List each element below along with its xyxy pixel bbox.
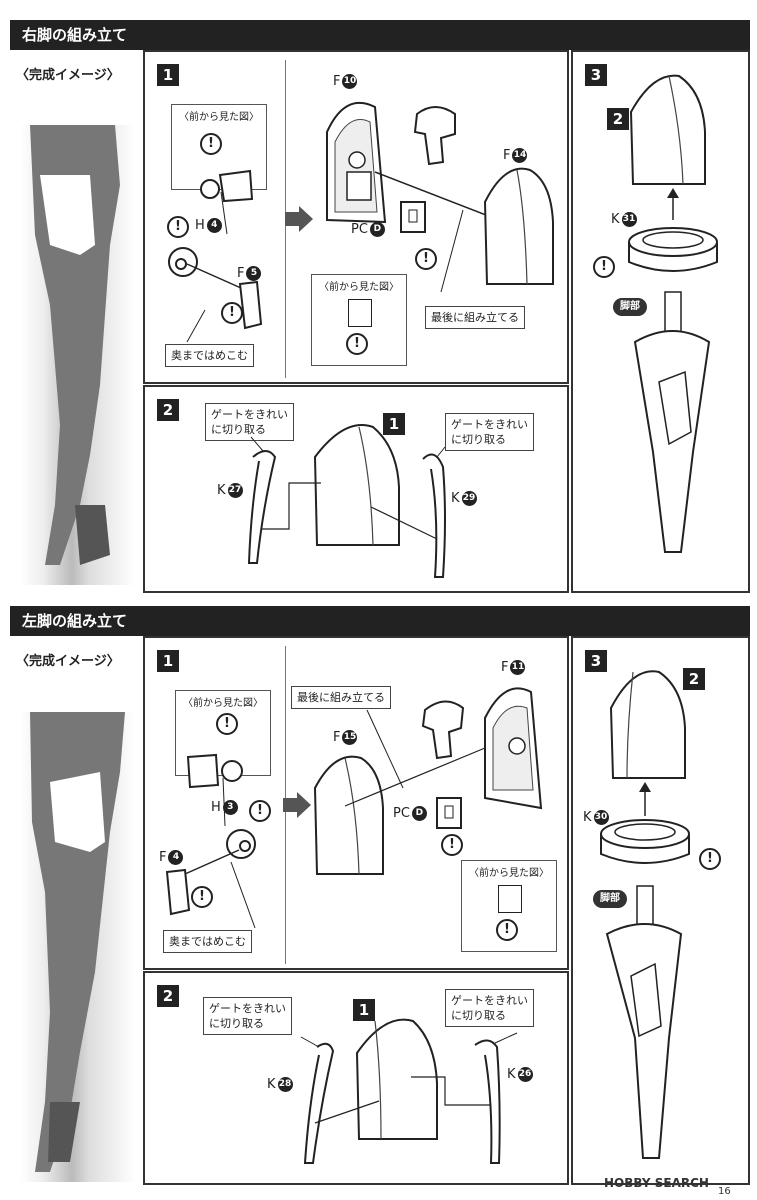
page-number: 16 [718,1186,731,1197]
note-push-in: 奥まではめこむ [163,930,252,953]
caution-icon: ! [415,248,437,270]
completed-image-title: 〈完成イメージ〉 [16,654,120,669]
step-number-2: 2 [157,985,179,1007]
leg-assembly-drawing [600,670,690,1159]
front-view-part [200,169,254,203]
pc-front-view [348,299,372,327]
completed-image-panel-left: 〈完成イメージ〉 [10,636,141,1184]
arrow-right-icon [285,206,313,232]
front-view-title: 〈前から見た図〉 [319,282,399,293]
front-view-box-pc: 〈前から見た図〉 ! [311,274,407,366]
shell-and-straps-drawing [300,1018,518,1164]
completed-image-panel-right: 〈完成イメージ〉 [10,50,141,592]
caution-icon: ! [249,800,271,822]
caution-icon: ! [496,919,518,941]
ref-number-1: 1 [353,999,375,1021]
leg-silhouette [30,125,120,565]
leg-assembly-drawing [628,74,718,553]
caution-icon: ! [191,886,213,908]
ref-number-2: 2 [607,108,629,130]
shell-and-straps-drawing [247,424,446,578]
gate-note-right: ゲートをきれいに切り取る [445,413,534,451]
step-number-3: 3 [585,650,607,672]
caution-icon: ! [346,333,368,355]
caution-icon: ! [699,848,721,870]
gate-note-right: ゲートをきれいに切り取る [445,989,534,1027]
note-assemble-last: 最後に組み立てる [425,306,525,329]
caution-icon: ! [200,133,222,155]
caution-icon: ! [441,834,463,856]
watermark: HOBBY SEARCH [604,1176,709,1190]
caution-icon: ! [221,302,243,324]
shell-parts-drawing [313,687,543,875]
caution-icon: ! [216,713,238,735]
caution-icon: ! [167,216,189,238]
note-push-in: 奥まではめこむ [165,344,254,367]
section-header-left-leg: 左脚の組み立て [10,606,750,636]
front-view-box-pc: 〈前から見た図〉 ! [461,860,557,952]
joint-parts-drawing [168,191,263,343]
gate-note-left: ゲートをきれいに切り取る [203,997,292,1035]
completed-leg-photo [20,125,135,585]
ref-number-1: 1 [383,413,405,435]
step-number-1: 1 [157,64,179,86]
pc-front-view [498,885,522,913]
joint-parts-drawing [165,777,256,929]
leg-part-badge: 脚部 [593,890,627,908]
leg-silhouette [30,712,125,1172]
section-header-right-leg: 右脚の組み立て [10,20,750,50]
back-shell-drawing [326,102,536,235]
ref-number-2: 2 [683,668,705,690]
arrow-right-icon [283,792,311,818]
gate-note-left: ゲートをきれいに切り取る [205,403,294,441]
outer-shell-drawing [440,167,554,293]
step-number-3: 3 [585,64,607,86]
step-number-1: 1 [157,650,179,672]
front-view-title: 〈前から見た図〉 [179,112,259,123]
completed-leg-photo [20,712,135,1182]
front-view-title: 〈前から見た図〉 [183,698,263,709]
step-number-2: 2 [157,399,179,421]
leg-part-badge: 脚部 [613,298,647,316]
caution-icon: ! [593,256,615,278]
front-view-title: 〈前から見た図〉 [469,868,549,879]
completed-image-title: 〈完成イメージ〉 [16,68,120,83]
front-view-part [186,753,243,789]
note-assemble-last: 最後に組み立てる [291,686,391,709]
front-view-box: 〈前から見た図〉 ! [171,104,267,203]
front-view-box: 〈前から見た図〉 ! [175,690,271,789]
